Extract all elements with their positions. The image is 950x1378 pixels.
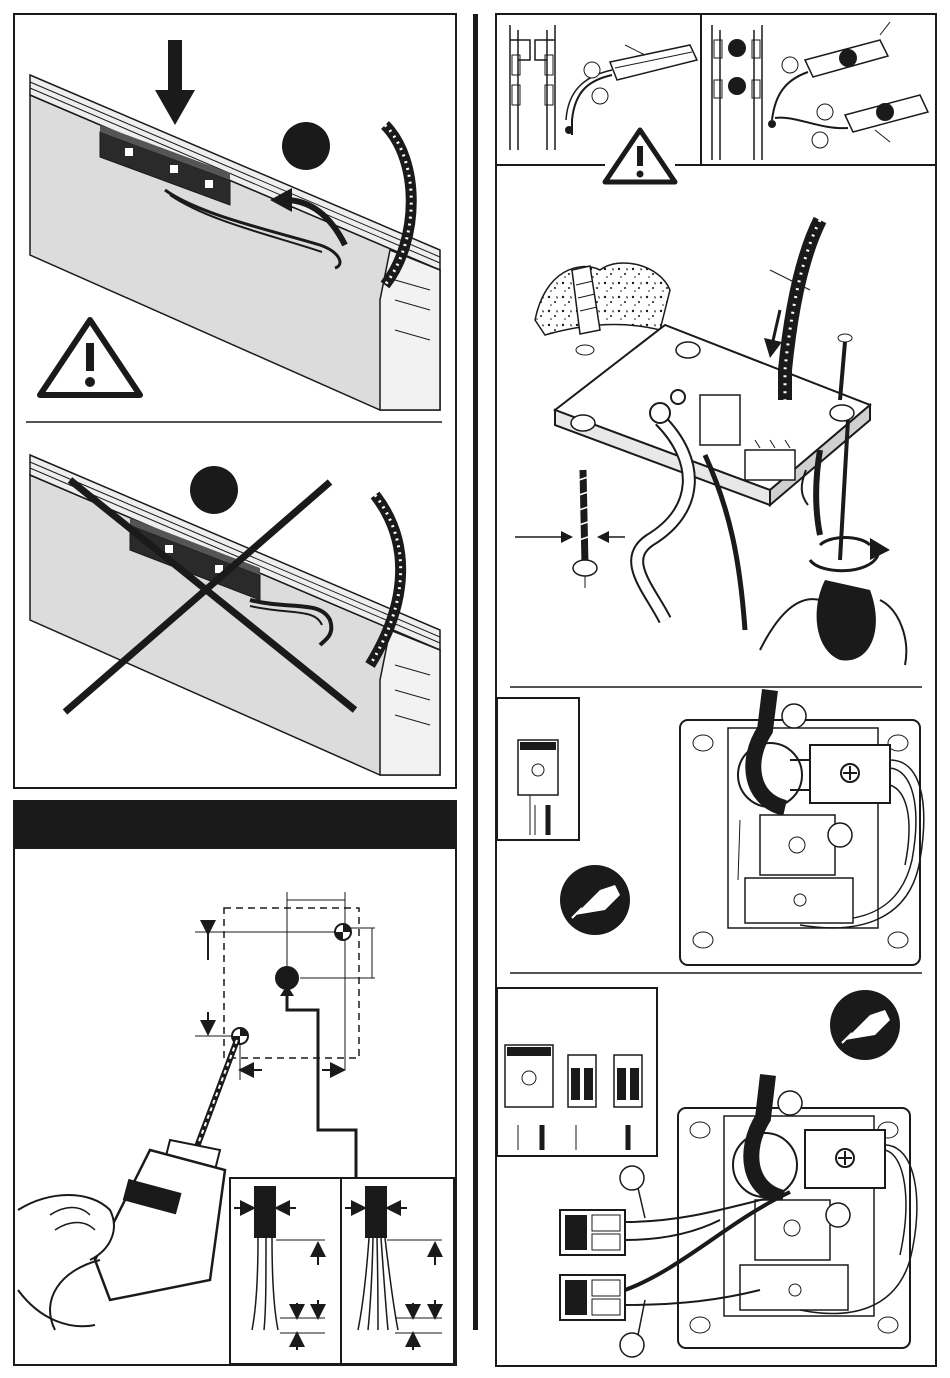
led-driver: [610, 45, 697, 80]
wiring-single-panel: [497, 690, 924, 965]
warning-triangle-icon: [40, 320, 140, 395]
terminal-block-icon: [518, 740, 558, 835]
column-divider: [473, 14, 478, 1330]
push-connector: [560, 1275, 625, 1320]
right-column-panel: [496, 14, 936, 1366]
drilling-panel: [14, 801, 456, 1365]
screw-icon: [573, 470, 597, 588]
base-plate-top-view: [680, 690, 924, 965]
screw-icon: [838, 334, 852, 400]
rail-correct-illustration: [30, 40, 440, 410]
warning-triangle-icon: [605, 125, 675, 185]
cable-strip-diagram: [230, 1178, 454, 1364]
terminal-block-icon: [505, 1045, 553, 1150]
rail-installation-panel: [14, 14, 456, 788]
terminal-connector-icon: [560, 865, 630, 935]
base-mounting-illustration: [515, 220, 906, 665]
rail-incorrect-illustration: [30, 455, 440, 775]
driver-options-strip: [496, 14, 936, 185]
wiring-double-panel: [497, 988, 917, 1357]
terminal-connector-icon: [830, 990, 900, 1060]
push-connector: [560, 1210, 625, 1255]
step-marker-dot: [282, 122, 330, 170]
section-header-bar: [14, 801, 456, 849]
push-connector-icon: [568, 1055, 596, 1150]
push-connector-icon: [614, 1055, 642, 1150]
drill-icon: [18, 1040, 237, 1330]
step-marker-dot: [190, 466, 238, 514]
